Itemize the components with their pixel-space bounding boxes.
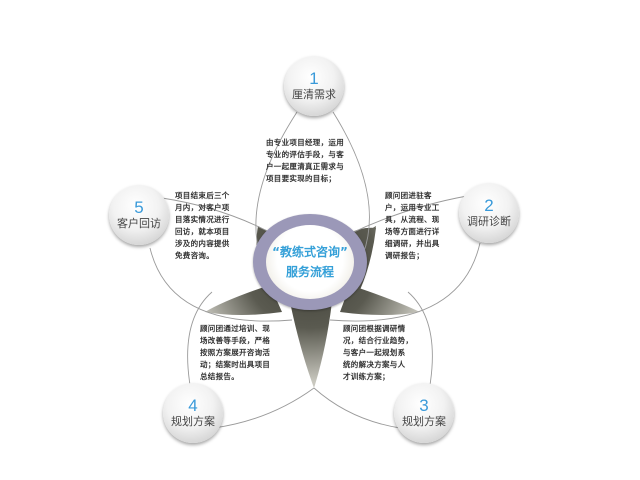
step-description-2: 顾问团进驻客 户，运用专业工 具，从流程、现 场等方面进行详 细调研，并出具 调… <box>385 190 440 262</box>
desc-line: 场等方面进行详 <box>385 227 440 236</box>
step-node-3[interactable]: 3 规划方案 <box>394 383 454 443</box>
step-description-1: 由专业项目经理，运用 专业的评估手段，与客 户一起厘清真正需求与 项目要实现的目… <box>266 137 344 185</box>
desc-line: 月内，对客户项 <box>175 203 230 212</box>
desc-line: 与客户一起规划系 <box>343 348 406 357</box>
step-node-1[interactable]: 1 厘清需求 <box>284 56 344 116</box>
step-description-4: 顾问团通过培训、现 场改善等手段，严格 按照方案展开咨询活 动；结案时出具项目 … <box>200 323 270 383</box>
desc-line: 顾问团根据调研情 <box>343 324 406 333</box>
step-number-5: 5 <box>134 198 144 217</box>
desc-line: 由专业项目经理，运用 <box>266 138 344 147</box>
desc-line: 顾问团进驻客 <box>385 191 432 200</box>
step-label-4: 规划方案 <box>171 415 215 428</box>
step-description-3: 顾问团根据调研情 况，结合行业趋势， 与客户一起规划系 统的解决方案与人 才训练… <box>343 323 413 383</box>
desc-line: 涉及的内容提供 <box>175 239 230 248</box>
step-number-1: 1 <box>309 69 319 88</box>
center-title-line1: “教练式咨询” <box>272 245 348 259</box>
desc-line: 项目结束后三个 <box>175 191 230 200</box>
center-title-line2: 服务流程 <box>285 265 334 279</box>
step-description-5: 项目结束后三个 月内，对客户项 目落实情况进行 回访，就本项目 涉及的内容提供 … <box>175 190 230 262</box>
step-label-3: 规划方案 <box>402 415 446 428</box>
desc-line: 才训练方案； <box>343 372 390 381</box>
desc-line: 项目要实现的目标； <box>266 174 337 183</box>
desc-line: 顾问团通过培训、现 <box>200 324 271 333</box>
step-label-2: 调研诊断 <box>467 215 511 228</box>
step-number-4: 4 <box>188 396 198 415</box>
step-node-5[interactable]: 5 客户回访 <box>109 185 169 245</box>
desc-line: 回访，就本项目 <box>175 227 230 236</box>
desc-line: 按照方案展开咨询活 <box>200 348 271 357</box>
step-node-2[interactable]: 2 调研诊断 <box>459 183 519 243</box>
desc-line: 场改善等手段，严格 <box>200 336 271 345</box>
desc-line: 况，结合行业趋势， <box>343 336 414 345</box>
desc-line: 具，从流程、现 <box>385 215 440 224</box>
desc-line: 调研报告； <box>385 251 424 260</box>
center-ring: “教练式咨询” 服务流程 <box>253 214 367 310</box>
desc-line: 总结报告。 <box>200 372 239 381</box>
desc-line: 动；结案时出具项目 <box>200 360 271 369</box>
desc-line: 免费咨询。 <box>175 251 214 260</box>
step-number-3: 3 <box>419 396 429 415</box>
desc-line: 户一起厘清真正需求与 <box>266 162 344 171</box>
step-label-5: 客户回访 <box>117 217 161 230</box>
desc-line: 统的解决方案与人 <box>343 360 406 369</box>
desc-line: 细调研，并出具 <box>385 239 440 248</box>
step-number-2: 2 <box>484 196 494 215</box>
step-node-4[interactable]: 4 规划方案 <box>163 383 223 443</box>
desc-line: 目落实情况进行 <box>175 215 230 224</box>
step-label-1: 厘清需求 <box>292 88 336 101</box>
center-title: “教练式咨询” 服务流程 <box>266 225 354 299</box>
desc-line: 专业的评估手段，与客 <box>266 150 344 159</box>
desc-line: 户，运用专业工 <box>385 203 440 212</box>
